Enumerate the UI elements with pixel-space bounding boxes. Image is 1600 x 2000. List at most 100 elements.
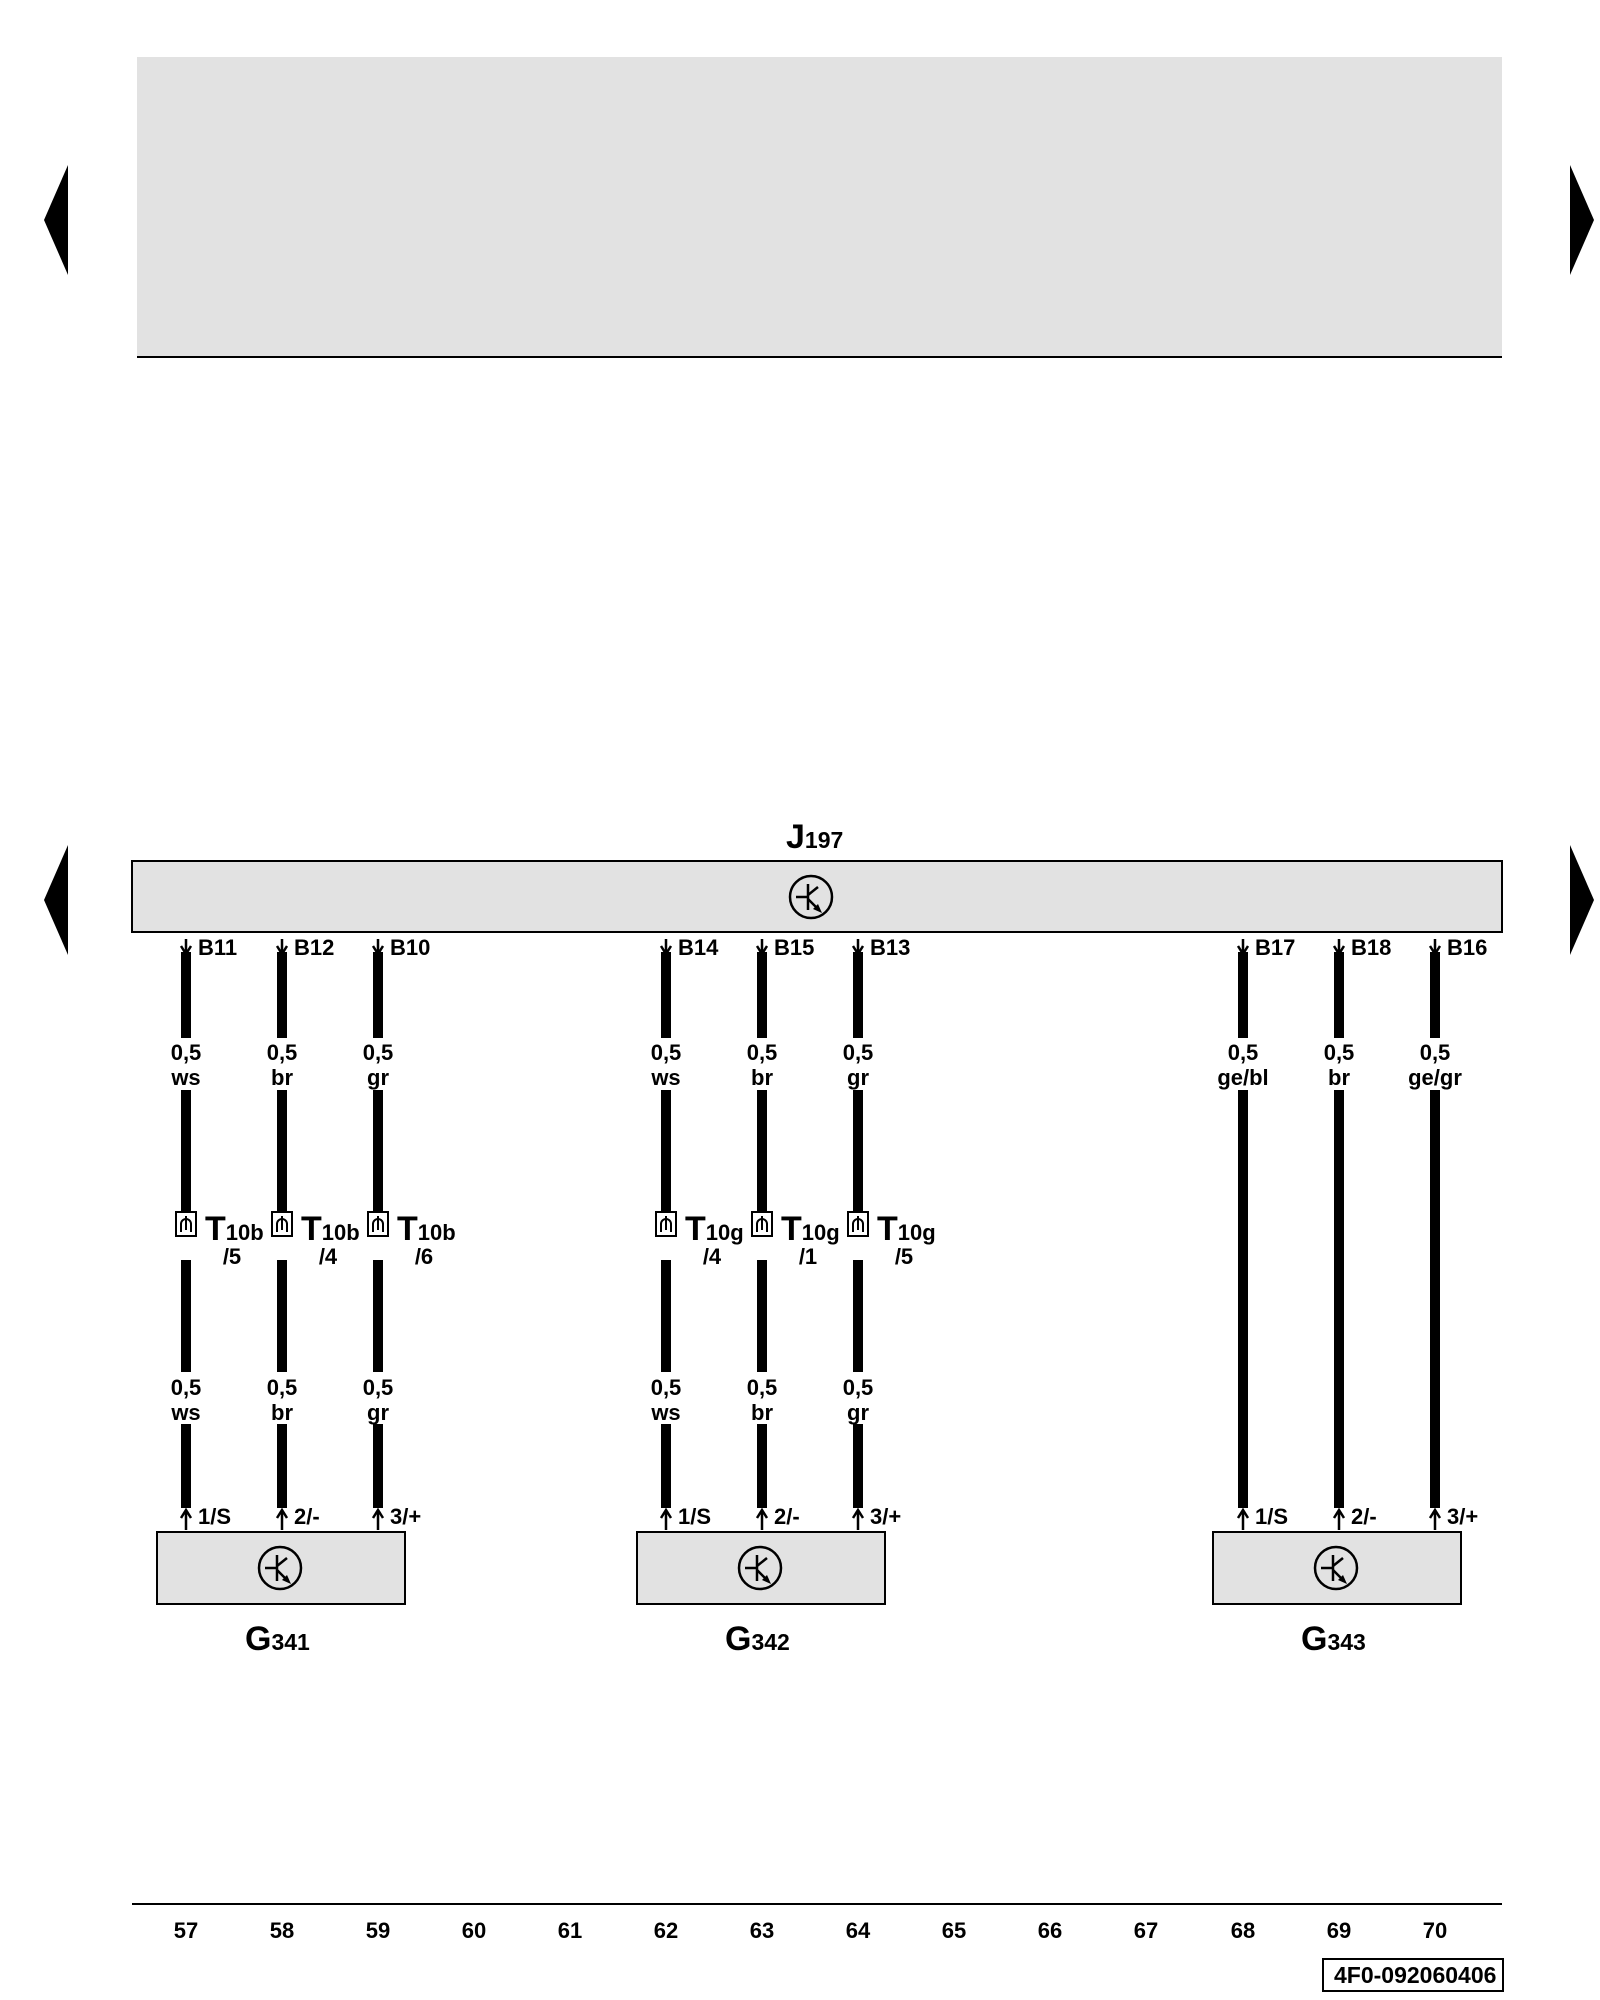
connector-label: T10g [685, 1210, 744, 1248]
track-number: 69 [1327, 1918, 1351, 1943]
wire-color: gr [367, 1065, 389, 1090]
wire-size: 0,5 [171, 1040, 202, 1065]
pin-arrow-icon [851, 939, 865, 957]
track-number: 60 [462, 1918, 486, 1943]
sensor-pin-label: 3/+ [870, 1504, 901, 1529]
wire-size: 0,5 [843, 1040, 874, 1065]
wire-color: br [1328, 1065, 1350, 1090]
sensor-pin-label: 1/S [198, 1504, 231, 1529]
wire: B17 0,5ge/bl 1/S [1217, 935, 1295, 1530]
wire-size: 0,5 [267, 1375, 298, 1400]
pin-arrow-icon [179, 939, 193, 957]
wire-color: gr [847, 1400, 869, 1425]
wire: B16 0,5ge/gr 3/+ [1408, 935, 1487, 1530]
sensor-label: G343 [1301, 1620, 1366, 1658]
sensor-pin-label: 3/+ [1447, 1504, 1478, 1529]
pin-label: B10 [390, 935, 430, 960]
wire-size: 0,5 [1420, 1040, 1451, 1065]
connector-icon [271, 1211, 293, 1237]
connector-label: T10b [301, 1210, 360, 1248]
sensor-pin-label: 2/- [294, 1504, 320, 1529]
sensor-pin-label: 1/S [678, 1504, 711, 1529]
previous-page-arrow[interactable] [44, 165, 68, 275]
pin-arrow-icon [179, 1507, 193, 1530]
wire-color: ws [170, 1065, 200, 1090]
pin-label: B16 [1447, 935, 1487, 960]
wire-color: ws [170, 1400, 200, 1425]
wire-size: 0,5 [651, 1375, 682, 1400]
wire-color: gr [367, 1400, 389, 1425]
pin-arrow-icon [1428, 939, 1442, 957]
wire-color: br [271, 1400, 293, 1425]
sensor-pin-label: 2/- [1351, 1504, 1377, 1529]
track-number: 66 [1038, 1918, 1062, 1943]
connector-label: T10g [781, 1210, 840, 1248]
previous-page-arrow[interactable] [44, 845, 68, 955]
wire-size: 0,5 [1324, 1040, 1355, 1065]
pin-arrow-icon [1428, 1507, 1442, 1530]
pin-label: B11 [198, 935, 237, 960]
connector-label: T10b [397, 1210, 456, 1248]
wire-color: ge/gr [1408, 1065, 1462, 1090]
wire-size: 0,5 [267, 1040, 298, 1065]
electronic-component-icon [737, 1545, 783, 1591]
connector-pin: /5 [223, 1244, 241, 1269]
sensor-pin-label: 3/+ [390, 1504, 421, 1529]
connector-pin: /4 [319, 1244, 338, 1269]
pin-arrow-icon [755, 1507, 769, 1530]
next-page-arrow[interactable] [1570, 845, 1594, 955]
track-number: 62 [654, 1918, 678, 1943]
wire-size: 0,5 [171, 1375, 202, 1400]
sensor-g343: G343 [1212, 1531, 1462, 1658]
wire-color: br [751, 1065, 773, 1090]
pin-label: B13 [870, 935, 910, 960]
track-number: 63 [750, 1918, 774, 1943]
track-number: 68 [1231, 1918, 1255, 1943]
track-number: 65 [942, 1918, 966, 1943]
track-number: 70 [1423, 1918, 1447, 1943]
header-panel [137, 57, 1502, 357]
pin-label: B17 [1255, 935, 1295, 960]
sensor-pin-label: 2/- [774, 1504, 800, 1529]
sensor-label: G341 [245, 1620, 310, 1658]
wire-color: br [271, 1065, 293, 1090]
sensor-g342: G342 [636, 1531, 886, 1658]
pin-label: B15 [774, 935, 814, 960]
pin-label: B14 [678, 935, 719, 960]
wire-size: 0,5 [843, 1375, 874, 1400]
connector-icon [175, 1211, 197, 1237]
track-number: 67 [1134, 1918, 1158, 1943]
wire-color: ge/bl [1217, 1065, 1268, 1090]
wire-color: br [751, 1400, 773, 1425]
electronic-component-icon [257, 1545, 303, 1591]
pin-label: B12 [294, 935, 334, 960]
next-page-arrow[interactable] [1570, 165, 1594, 275]
wire-color: ws [650, 1400, 680, 1425]
sensor-g341: G341 [156, 1531, 406, 1658]
electronic-component-icon [788, 874, 834, 920]
control-unit-label: J197 [786, 818, 843, 856]
pin-arrow-icon [659, 1507, 673, 1530]
pin-arrow-icon [371, 939, 385, 957]
track-number: 58 [270, 1918, 294, 1943]
wire-size: 0,5 [1228, 1040, 1259, 1065]
connector-pin: /1 [799, 1244, 817, 1269]
sensor-pin-label: 1/S [1255, 1504, 1288, 1529]
connector-icon [847, 1211, 869, 1237]
connector-icon [367, 1211, 389, 1237]
wires: B110,5wsT10b/50,5ws1/SB120,5brT10b/40,5b… [170, 935, 1487, 1530]
wire-size: 0,5 [747, 1375, 778, 1400]
pin-arrow-icon [659, 939, 673, 957]
control-unit-j197 [131, 860, 1503, 933]
electronic-component-icon [1313, 1545, 1359, 1591]
pin-label: B18 [1351, 935, 1391, 960]
pin-arrow-icon [275, 939, 289, 957]
pin-arrow-icon [1236, 1507, 1250, 1530]
pin-arrow-icon [1236, 939, 1250, 957]
